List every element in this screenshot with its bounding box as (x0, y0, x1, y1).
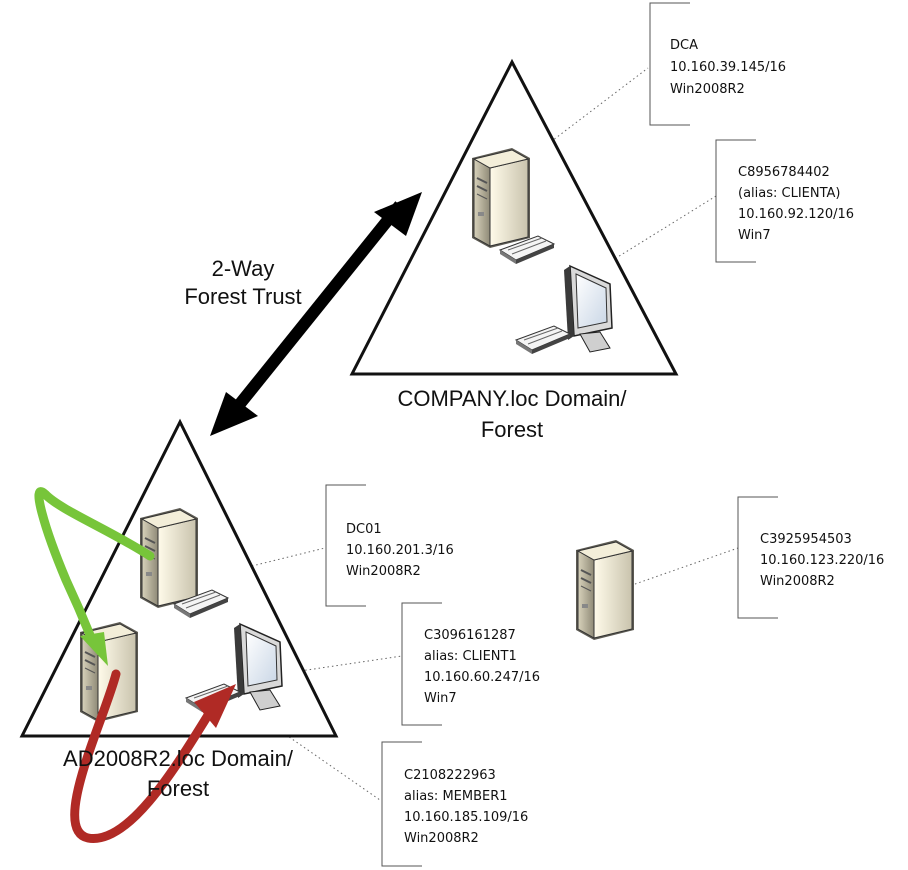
company-forest-label-line1: COMPANY.loc Domain/ (397, 386, 627, 411)
green-arrow (34, 487, 155, 666)
client1-name: C3096161287 (424, 628, 516, 643)
server-icon (471, 147, 531, 249)
dc01-info: DC01 10.160.201.3/16 Win2008R2 (346, 522, 454, 579)
info-brackets (325, 2, 778, 867)
dca-ip: 10.160.39.145/16 (670, 60, 786, 75)
standalone-ip: 10.160.123.220/16 (760, 553, 884, 568)
standalone-info: C3925954503 10.160.123.220/16 Win2008R2 (760, 532, 884, 589)
clienta-alias: (alias: CLIENTA) (738, 186, 841, 201)
ad-forest-label-line1: AD2008R2.loc Domain/ (63, 746, 294, 771)
member1-name: C2108222963 (404, 768, 496, 783)
client1-alias: alias: CLIENT1 (424, 649, 517, 664)
ad-forest-label-line2: Forest (147, 776, 209, 801)
dca-name: DCA (670, 38, 698, 53)
member1-os: Win2008R2 (404, 831, 479, 846)
dca-os: Win2008R2 (670, 82, 745, 97)
standalone-os: Win2008R2 (760, 574, 835, 589)
clienta-ip: 10.160.92.120/16 (738, 207, 854, 222)
client1-info: C3096161287 alias: CLIENT1 10.160.60.247… (424, 628, 540, 706)
standalone-name: C3925954503 (760, 532, 852, 547)
member1-ip: 10.160.185.109/16 (404, 810, 528, 825)
trust-label-line1: 2-Way (212, 256, 275, 281)
trust-arrow (210, 192, 422, 436)
server-icon (575, 539, 635, 641)
member1-alias: alias: MEMBER1 (404, 789, 508, 804)
company-forest-label-line2: Forest (481, 417, 543, 442)
client1-ip: 10.160.60.247/16 (424, 670, 540, 685)
clienta-info: C8956784402 (alias: CLIENTA) 10.160.92.1… (738, 165, 854, 243)
trust-label-line2: Forest Trust (184, 284, 301, 309)
red-arrow (70, 669, 236, 843)
client1-os: Win7 (424, 691, 457, 706)
dca-info: DCA 10.160.39.145/16 Win2008R2 (670, 38, 786, 97)
member1-info: C2108222963 alias: MEMBER1 10.160.185.10… (404, 768, 528, 846)
dc01-os: Win2008R2 (346, 564, 421, 579)
clienta-os: Win7 (738, 228, 771, 243)
clienta-name: C8956784402 (738, 165, 830, 180)
dc01-ip: 10.160.201.3/16 (346, 543, 454, 558)
dc01-name: DC01 (346, 522, 382, 537)
